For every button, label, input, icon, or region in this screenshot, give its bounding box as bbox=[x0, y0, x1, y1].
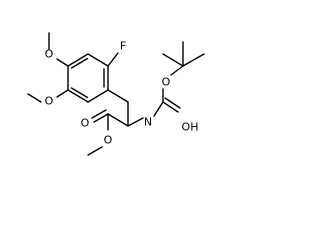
bond-carbamate-c-oh bbox=[162, 101, 179, 113]
bond-o-bottom-methyl bbox=[27, 93, 42, 103]
ring-bond-c2-c3 bbox=[67, 53, 89, 67]
bond-c4-o-bottom bbox=[56, 89, 69, 98]
bond-alpha-ester-c bbox=[107, 113, 129, 127]
atom-boc-ether-oxygen: O bbox=[162, 76, 171, 89]
bond-tbu-methyl-right bbox=[182, 53, 205, 67]
bond-c1-f bbox=[107, 52, 119, 67]
ring-bond-c5-c6 bbox=[87, 89, 109, 103]
bond-ester-c-carbonyl-o bbox=[93, 113, 109, 123]
bonds bbox=[27, 32, 205, 156]
ring-bond-c4-c5-inner bbox=[70, 87, 89, 99]
atom-ester-ether-oxygen: O bbox=[104, 134, 113, 147]
atom-amide-nitrogen: N bbox=[144, 116, 152, 129]
ring-bond-c1-c2 bbox=[87, 53, 109, 67]
atom-carbamate-hydroxyl: OH bbox=[182, 121, 199, 134]
bond-ester-c-carbonyl-o-double bbox=[91, 109, 107, 119]
atom-methoxy-bottom-oxygen: O bbox=[45, 95, 54, 108]
molecule-structure-diagram: F O O O N OH O O bbox=[27, 32, 205, 156]
bond-alpha-n bbox=[127, 117, 144, 127]
atom-labels: F O O O N OH O O bbox=[45, 40, 199, 147]
atom-ester-carbonyl-oxygen: O bbox=[81, 117, 90, 130]
bond-c6-ch2 bbox=[107, 89, 129, 103]
bond-c3-o-top bbox=[56, 58, 69, 67]
ring-bond-c4-c5 bbox=[67, 89, 89, 103]
bond-tbu-methyl-left bbox=[162, 53, 184, 67]
atom-methoxy-top-oxygen: O bbox=[45, 48, 54, 61]
atom-fluorine: F bbox=[120, 40, 126, 53]
bond-ether-o-methyl bbox=[87, 146, 103, 156]
ring-bond-c2-c3-inner bbox=[70, 57, 89, 69]
bond-n-carbamate-c bbox=[153, 101, 164, 117]
bond-carbamate-c-oh-double bbox=[164, 97, 181, 109]
bond-o-ether-tbu bbox=[170, 65, 184, 76]
